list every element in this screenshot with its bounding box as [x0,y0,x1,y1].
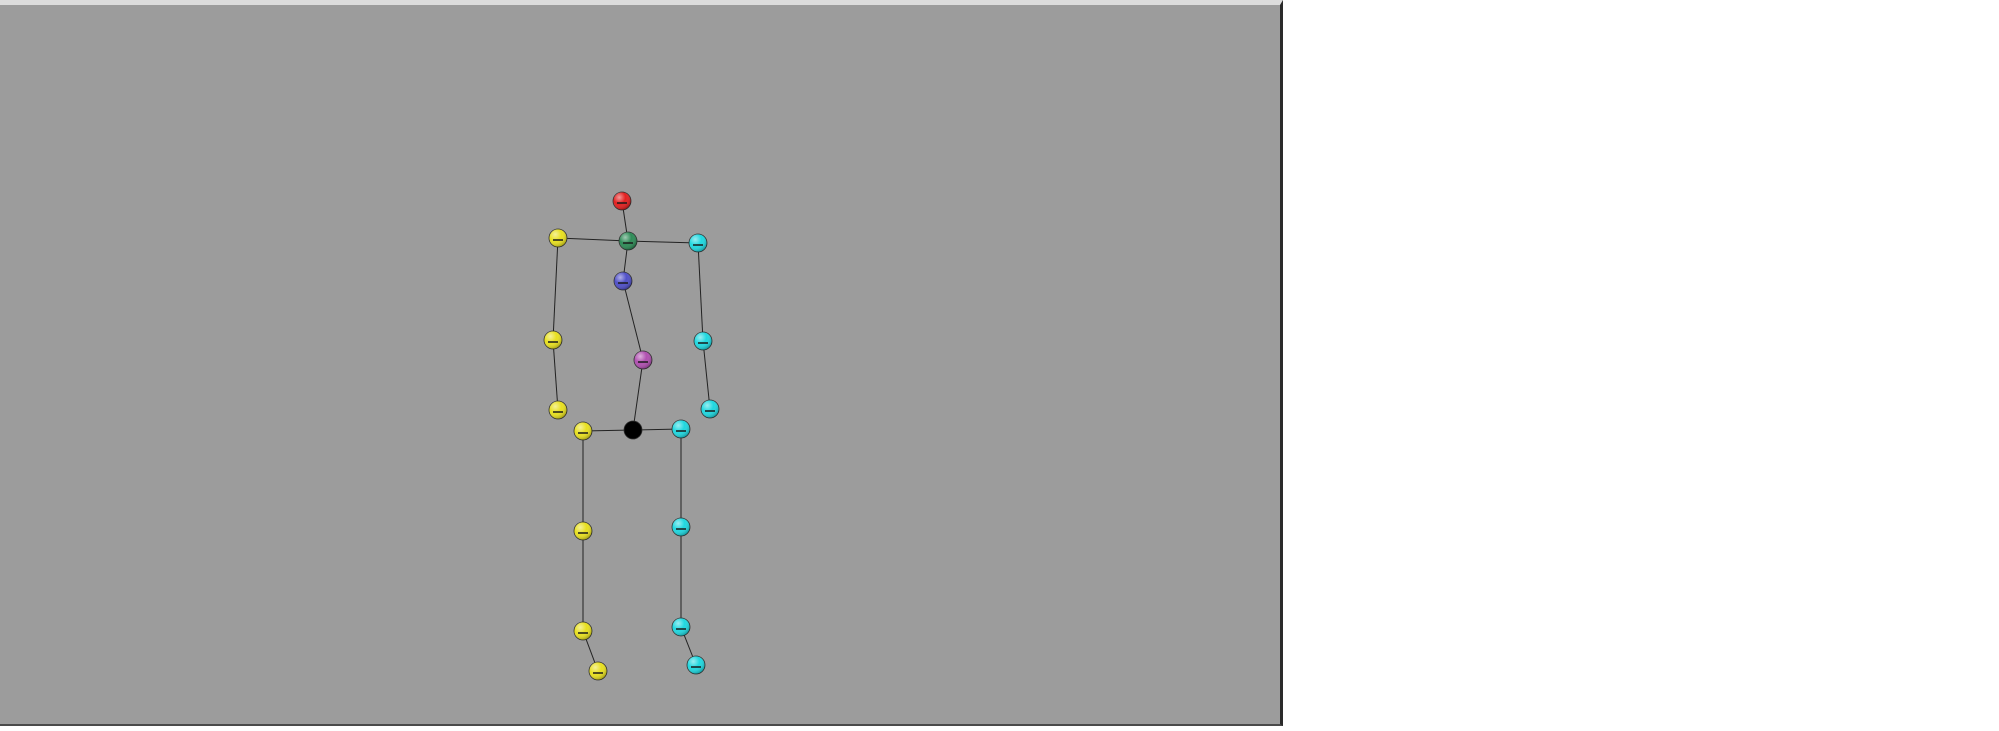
skeleton-canvas[interactable] [0,5,1283,731]
joint-right-foot[interactable] [686,655,706,675]
joint-left-elbow[interactable] [543,330,563,350]
bone-right-elbow-to-right-wrist [702,340,711,410]
joint-right-hip[interactable] [671,419,691,439]
joint-right-shoulder[interactable] [688,233,708,253]
joint-right-ankle[interactable] [671,617,691,637]
joint-left-shoulder[interactable] [548,228,568,248]
joint-right-knee[interactable] [671,517,691,537]
joint-right-elbow[interactable] [693,331,713,351]
joint-spine-mid[interactable] [633,350,653,370]
bone-neck-to-left-shoulder [557,237,629,242]
bone-left-shoulder-to-left-elbow [552,237,559,341]
joint-left-wrist[interactable] [548,400,568,420]
joint-pelvis[interactable] [623,420,643,440]
joint-left-hip[interactable] [573,421,593,441]
bone-left-elbow-to-left-wrist [552,339,559,411]
joint-head[interactable] [612,191,632,211]
bone-neck-to-right-shoulder [627,240,699,244]
joint-right-wrist[interactable] [700,399,720,419]
joint-left-foot[interactable] [588,661,608,681]
joint-left-knee[interactable] [573,521,593,541]
joint-neck[interactable] [618,231,638,251]
bone-spine-upper-to-spine-mid [622,280,644,361]
bone-right-shoulder-to-right-elbow [697,242,704,342]
joints-layer [543,191,720,681]
joint-left-ankle[interactable] [573,621,593,641]
joint-spine-upper[interactable] [613,271,633,291]
blank-area [1283,0,1999,726]
bone-spine-mid-to-pelvis [632,359,644,431]
3d-viewport[interactable] [0,0,1283,726]
